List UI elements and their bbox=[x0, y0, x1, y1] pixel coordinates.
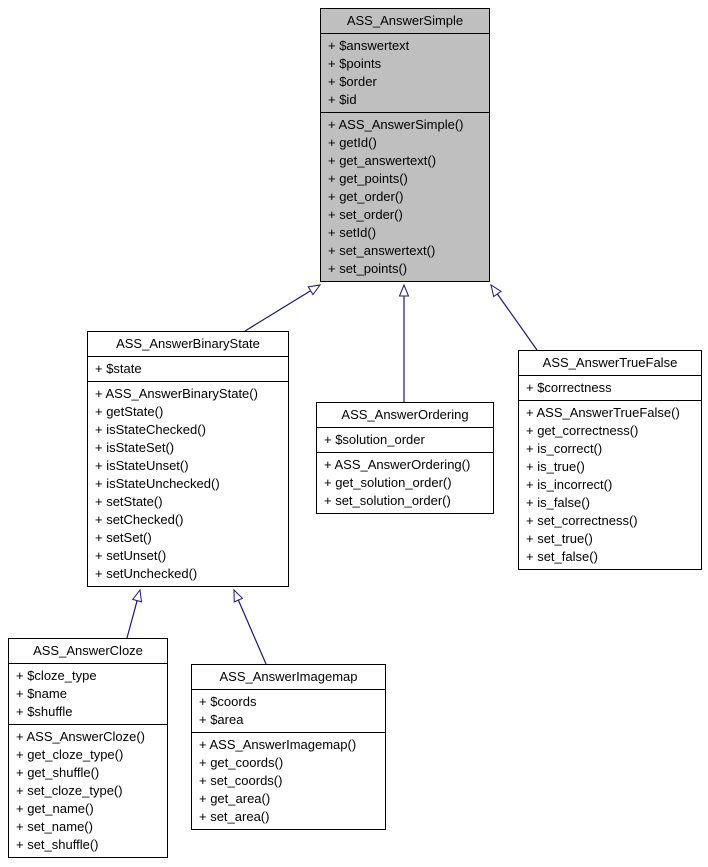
attribute: + $shuffle bbox=[16, 704, 73, 719]
method: + ASS_AnswerOrdering() bbox=[324, 457, 471, 472]
method: + set_true() bbox=[526, 531, 593, 546]
method: + setUnchecked() bbox=[95, 566, 198, 581]
attribute: + $cloze_type bbox=[16, 668, 97, 683]
method: + get_solution_order() bbox=[324, 475, 452, 490]
method: + get_answertext() bbox=[328, 153, 437, 168]
class-title: ASS_AnswerSimple bbox=[346, 13, 464, 28]
method: + isStateUnchecked() bbox=[95, 476, 220, 491]
attribute: + $correctness bbox=[526, 380, 612, 395]
method: + isStateSet() bbox=[95, 440, 175, 455]
class-attributes: + $cloze_type + $name + $shuffle bbox=[9, 663, 167, 724]
attribute: + $coords bbox=[199, 694, 257, 709]
method: + set_area() bbox=[199, 809, 270, 824]
method: + set_correctness() bbox=[526, 513, 638, 528]
method: + is_false() bbox=[526, 495, 590, 510]
method: + get_correctness() bbox=[526, 423, 639, 438]
method: + ASS_AnswerImagemap() bbox=[199, 737, 357, 752]
method: + setSet() bbox=[95, 530, 152, 545]
method: + getState() bbox=[95, 404, 164, 419]
class-attributes: + $correctness bbox=[519, 375, 701, 400]
class-attributes: + $answertext + $points + $order + $id bbox=[321, 33, 489, 112]
class-title: ASS_AnswerOrdering bbox=[341, 407, 469, 422]
class-title: ASS_AnswerImagemap bbox=[219, 669, 358, 684]
method: + get_name() bbox=[16, 801, 94, 816]
method: + set_points() bbox=[328, 261, 408, 276]
inheritance-edge-truefalse-simple bbox=[490, 283, 538, 351]
attribute: + $order bbox=[328, 74, 377, 89]
method: + set_false() bbox=[526, 549, 598, 564]
method: + isStateChecked() bbox=[95, 422, 206, 437]
method: + set_order() bbox=[328, 207, 403, 222]
method: + set_answertext() bbox=[328, 243, 436, 258]
method: + ASS_AnswerSimple() bbox=[328, 117, 464, 132]
method: + set_cloze_type() bbox=[16, 783, 123, 798]
class-methods: + ASS_AnswerCloze() + get_cloze_type() +… bbox=[9, 724, 167, 857]
class-box-ass-answerordering[interactable]: ASS_AnswerOrdering + $solution_order + A… bbox=[316, 402, 494, 514]
method: + is_incorrect() bbox=[526, 477, 613, 492]
method: + setUnset() bbox=[95, 548, 167, 563]
class-box-ass-answercloze[interactable]: ASS_AnswerCloze + $cloze_type + $name + … bbox=[8, 638, 168, 858]
class-box-ass-answertruefalse[interactable]: ASS_AnswerTrueFalse + $correctness + ASS… bbox=[518, 350, 702, 570]
method: + set_coords() bbox=[199, 773, 283, 788]
attribute: + $area bbox=[199, 712, 244, 727]
attribute: + $state bbox=[95, 361, 142, 376]
inheritance-edge-cloze-binarystate bbox=[126, 588, 143, 639]
method: + get_points() bbox=[328, 171, 408, 186]
inheritance-edge-imagemap-binarystate bbox=[233, 588, 267, 665]
method: + ASS_AnswerCloze() bbox=[16, 729, 145, 744]
inheritance-edge-binarystate-simple bbox=[244, 284, 322, 332]
class-title: ASS_AnswerCloze bbox=[33, 643, 143, 658]
class-attributes: + $state bbox=[88, 356, 288, 381]
attribute: + $solution_order bbox=[324, 432, 425, 447]
attribute: + $answertext bbox=[328, 38, 410, 53]
method: + is_true() bbox=[526, 459, 585, 474]
method: + get_shuffle() bbox=[16, 765, 100, 780]
class-attributes: + $solution_order bbox=[317, 427, 493, 452]
method: + ASS_AnswerBinaryState() bbox=[95, 386, 258, 401]
class-title: ASS_AnswerTrueFalse bbox=[542, 355, 678, 370]
class-methods: + ASS_AnswerSimple() + getId() + get_ans… bbox=[321, 112, 489, 281]
class-methods: + ASS_AnswerOrdering() + get_solution_or… bbox=[317, 452, 493, 513]
method: + set_solution_order() bbox=[324, 493, 451, 508]
method: + isStateUnset() bbox=[95, 458, 189, 473]
attribute: + $name bbox=[16, 686, 67, 701]
class-methods: + ASS_AnswerBinaryState() + getState() +… bbox=[88, 381, 288, 586]
method: + is_correct() bbox=[526, 441, 603, 456]
class-box-ass-answersimple[interactable]: ASS_AnswerSimple + $answertext + $points… bbox=[320, 8, 490, 282]
method: + get_cloze_type() bbox=[16, 747, 124, 762]
class-box-ass-answerbinarystate[interactable]: ASS_AnswerBinaryState + $state + ASS_Ans… bbox=[87, 331, 289, 587]
method: + get_coords() bbox=[199, 755, 284, 770]
attribute: + $id bbox=[328, 92, 357, 107]
method: + set_name() bbox=[16, 819, 93, 834]
class-box-ass-answerimagemap[interactable]: ASS_AnswerImagemap + $coords + $area + A… bbox=[191, 664, 386, 830]
method: + ASS_AnswerTrueFalse() bbox=[526, 405, 680, 420]
method: + get_area() bbox=[199, 791, 271, 806]
class-methods: + ASS_AnswerImagemap() + get_coords() + … bbox=[192, 732, 385, 829]
class-methods: + ASS_AnswerTrueFalse() + get_correctnes… bbox=[519, 400, 701, 569]
method: + get_order() bbox=[328, 189, 404, 204]
method: + setId() bbox=[328, 225, 377, 240]
method: + setChecked() bbox=[95, 512, 184, 527]
class-title: ASS_AnswerBinaryState bbox=[116, 336, 260, 351]
class-attributes: + $coords + $area bbox=[192, 689, 385, 732]
method: + setState() bbox=[95, 494, 163, 509]
method: + set_shuffle() bbox=[16, 837, 99, 852]
attribute: + $points bbox=[328, 56, 382, 71]
method: + getId() bbox=[328, 135, 377, 150]
